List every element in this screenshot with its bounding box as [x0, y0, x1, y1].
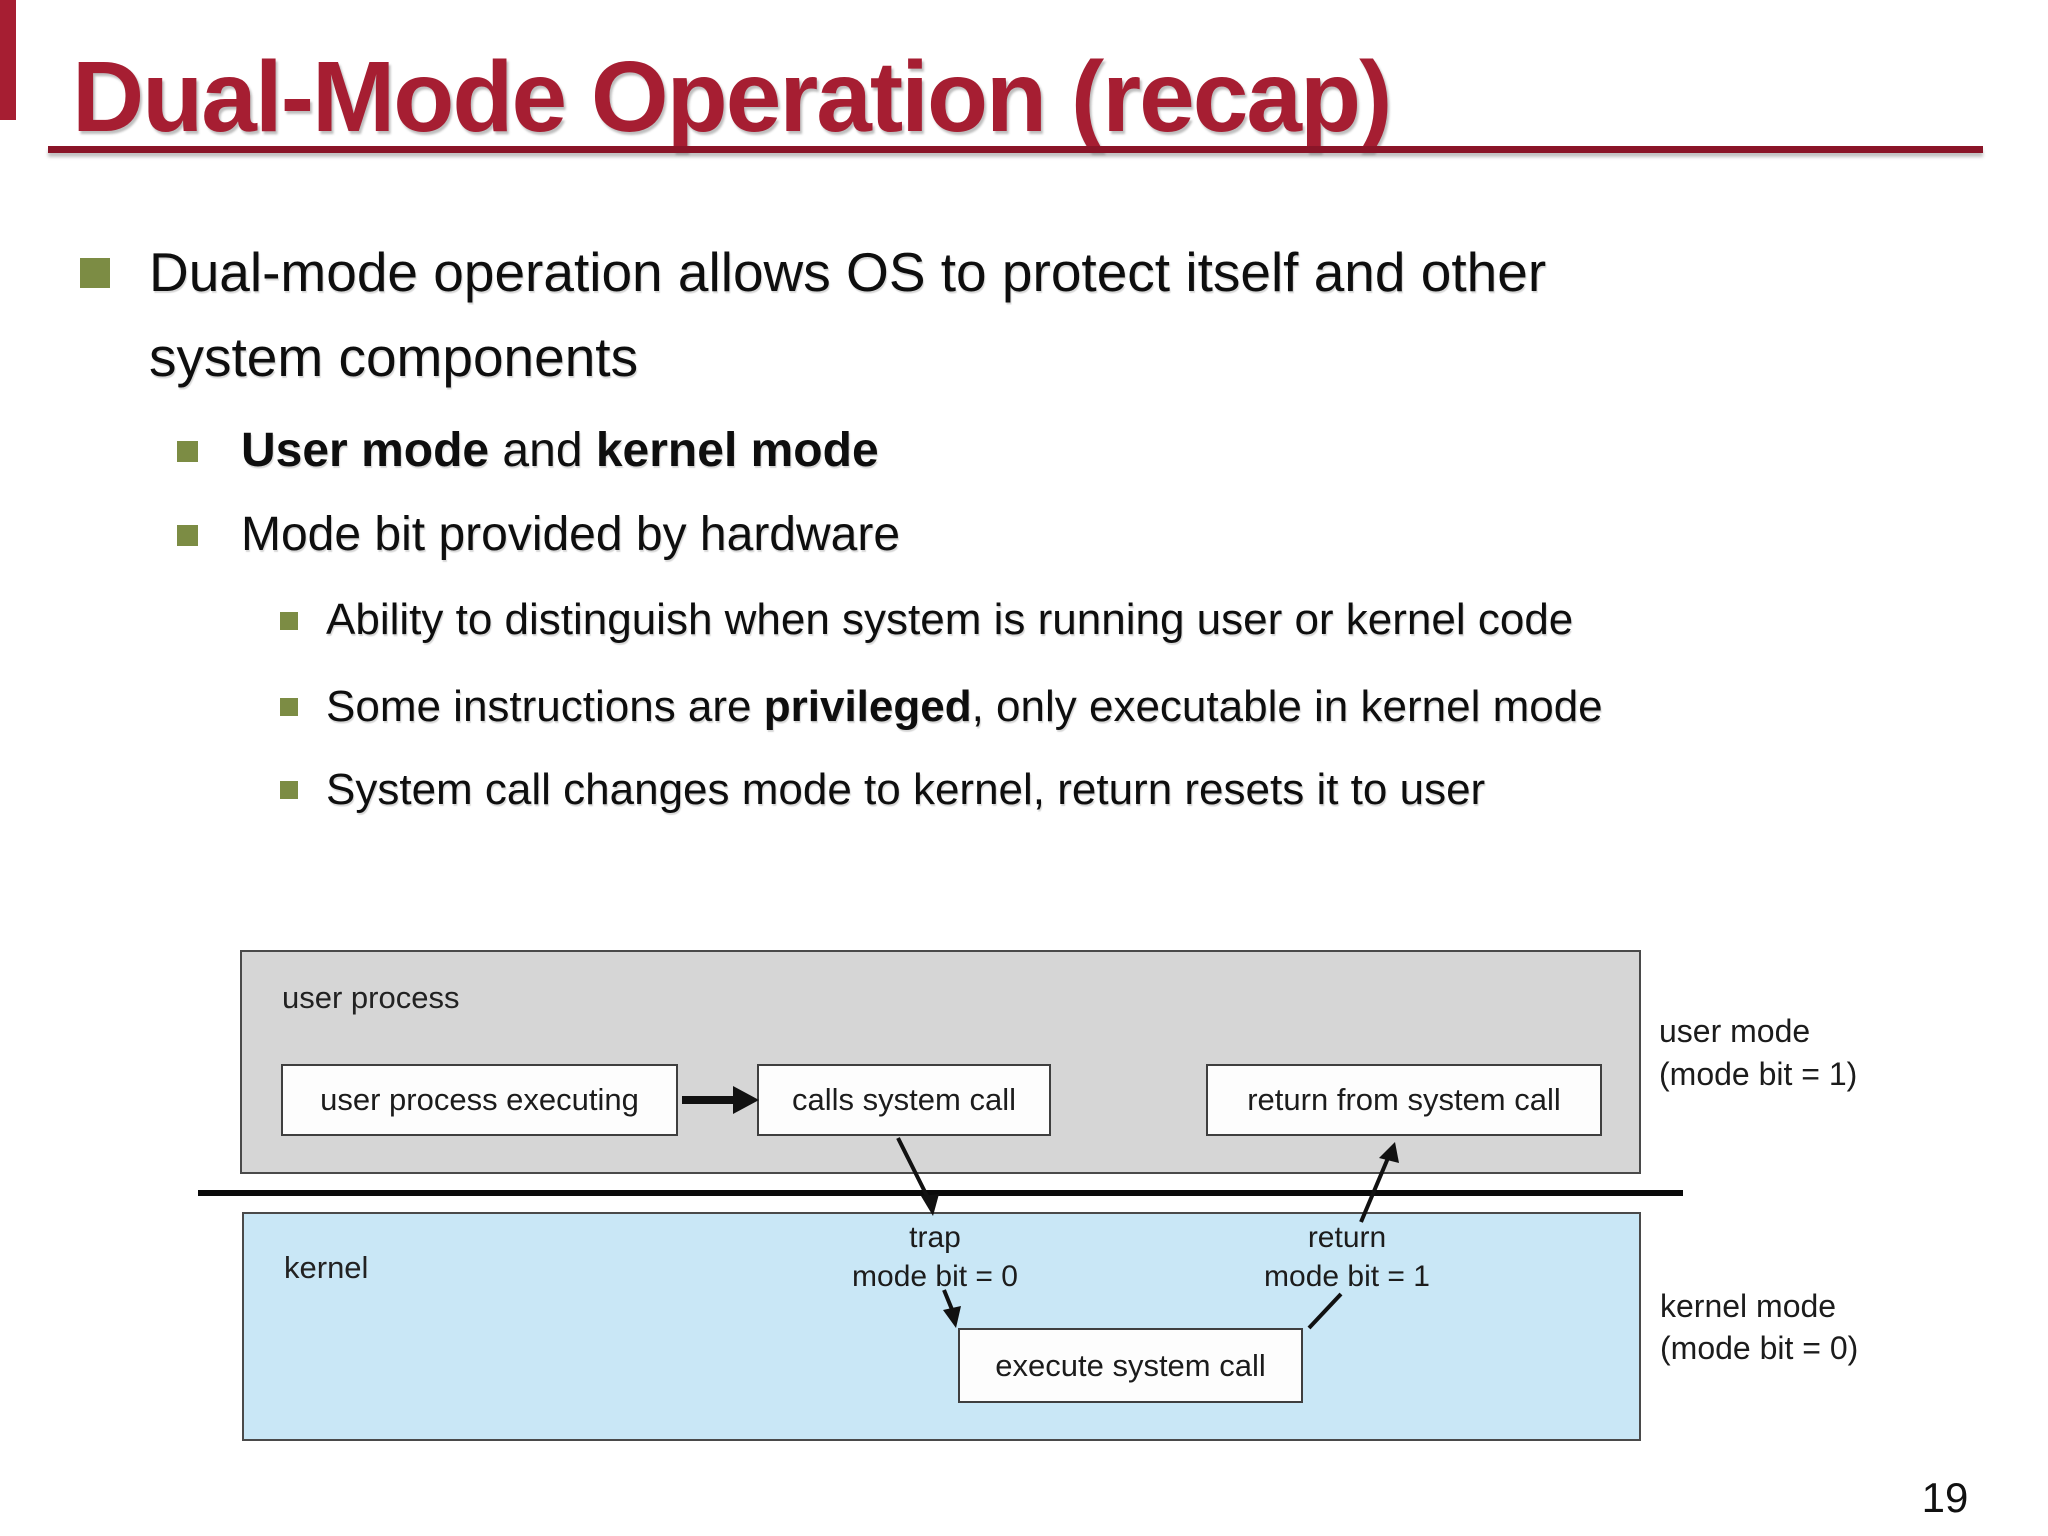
- page-number: 19: [1921, 1474, 1969, 1521]
- bullet-privileged-instructions: Some instructions are privileged, only e…: [326, 678, 1603, 736]
- bullet-run: User mode: [241, 424, 490, 477]
- bullet-run: Ability to distinguish when system is ru…: [326, 595, 1574, 644]
- bullet-dual-mode: Dual-mode operation allows OS to protect…: [149, 230, 1546, 400]
- box-return-from-system-call: return from system call: [1206, 1064, 1602, 1136]
- bullet-square-icon: [177, 441, 198, 462]
- box-user-process-executing: user process executing: [281, 1064, 678, 1136]
- user-mode-bit-text: (mode bit = 1): [1659, 1056, 1858, 1092]
- bullet-mode-bit: Mode bit provided by hardware: [241, 504, 900, 566]
- return-label: return mode bit = 1: [1217, 1218, 1477, 1296]
- user-mode-side-label: user mode (mode bit = 1): [1659, 1010, 1857, 1096]
- bullet-square-icon: [280, 612, 298, 630]
- bullet-run: Mode bit provided by hardware: [241, 508, 901, 561]
- bullet-square-icon: [177, 525, 198, 546]
- corner-accent-bar: [0, 0, 16, 120]
- user-process-region-label: user process: [282, 980, 460, 1015]
- kernel-region: kernel: [242, 1212, 1641, 1441]
- kernel-mode-bit-text: (mode bit = 0): [1660, 1330, 1859, 1366]
- title-underline: [48, 146, 1983, 153]
- trap-word: trap: [909, 1221, 961, 1254]
- bullet-square-icon: [280, 698, 298, 716]
- slide-title: Dual-Mode Operation (recap): [72, 41, 1392, 153]
- bullet-user-kernel-mode: User mode and kernel mode: [241, 420, 879, 482]
- return-mode-bit: mode bit = 1: [1264, 1260, 1430, 1293]
- bullet-run: System call changes mode to kernel, retu…: [326, 765, 1486, 814]
- box-execute-system-call: execute system call: [958, 1328, 1303, 1403]
- bullet-run: , only executable in kernel mode: [971, 682, 1603, 731]
- trap-label: trap mode bit = 0: [805, 1218, 1065, 1296]
- bullet-run: and: [489, 424, 596, 477]
- kernel-mode-text: kernel mode: [1660, 1288, 1837, 1324]
- trap-mode-bit: mode bit = 0: [852, 1260, 1018, 1293]
- bullet-syscall-mode-change: System call changes mode to kernel, retu…: [326, 761, 1485, 819]
- return-word: return: [1307, 1221, 1387, 1254]
- bullet-square-icon: [280, 781, 298, 799]
- user-mode-text: user mode: [1659, 1013, 1811, 1049]
- kernel-region-label: kernel: [284, 1250, 369, 1285]
- bullet-ability-distinguish: Ability to distinguish when system is ru…: [326, 591, 1573, 649]
- user-process-region: user process: [240, 950, 1641, 1174]
- bullet-run: Some instructions are: [326, 682, 764, 731]
- bullet-run: privileged: [763, 682, 972, 731]
- kernel-mode-side-label: kernel mode (mode bit = 0): [1660, 1285, 1858, 1369]
- bullet-square-icon: [80, 258, 110, 288]
- bullet-line: Dual-mode operation allows OS to protect…: [149, 241, 1547, 303]
- box-calls-system-call: calls system call: [757, 1064, 1051, 1136]
- bullet-run: kernel mode: [595, 424, 879, 477]
- bullet-line: system components: [149, 326, 639, 388]
- mode-divider-line: [198, 1190, 1683, 1196]
